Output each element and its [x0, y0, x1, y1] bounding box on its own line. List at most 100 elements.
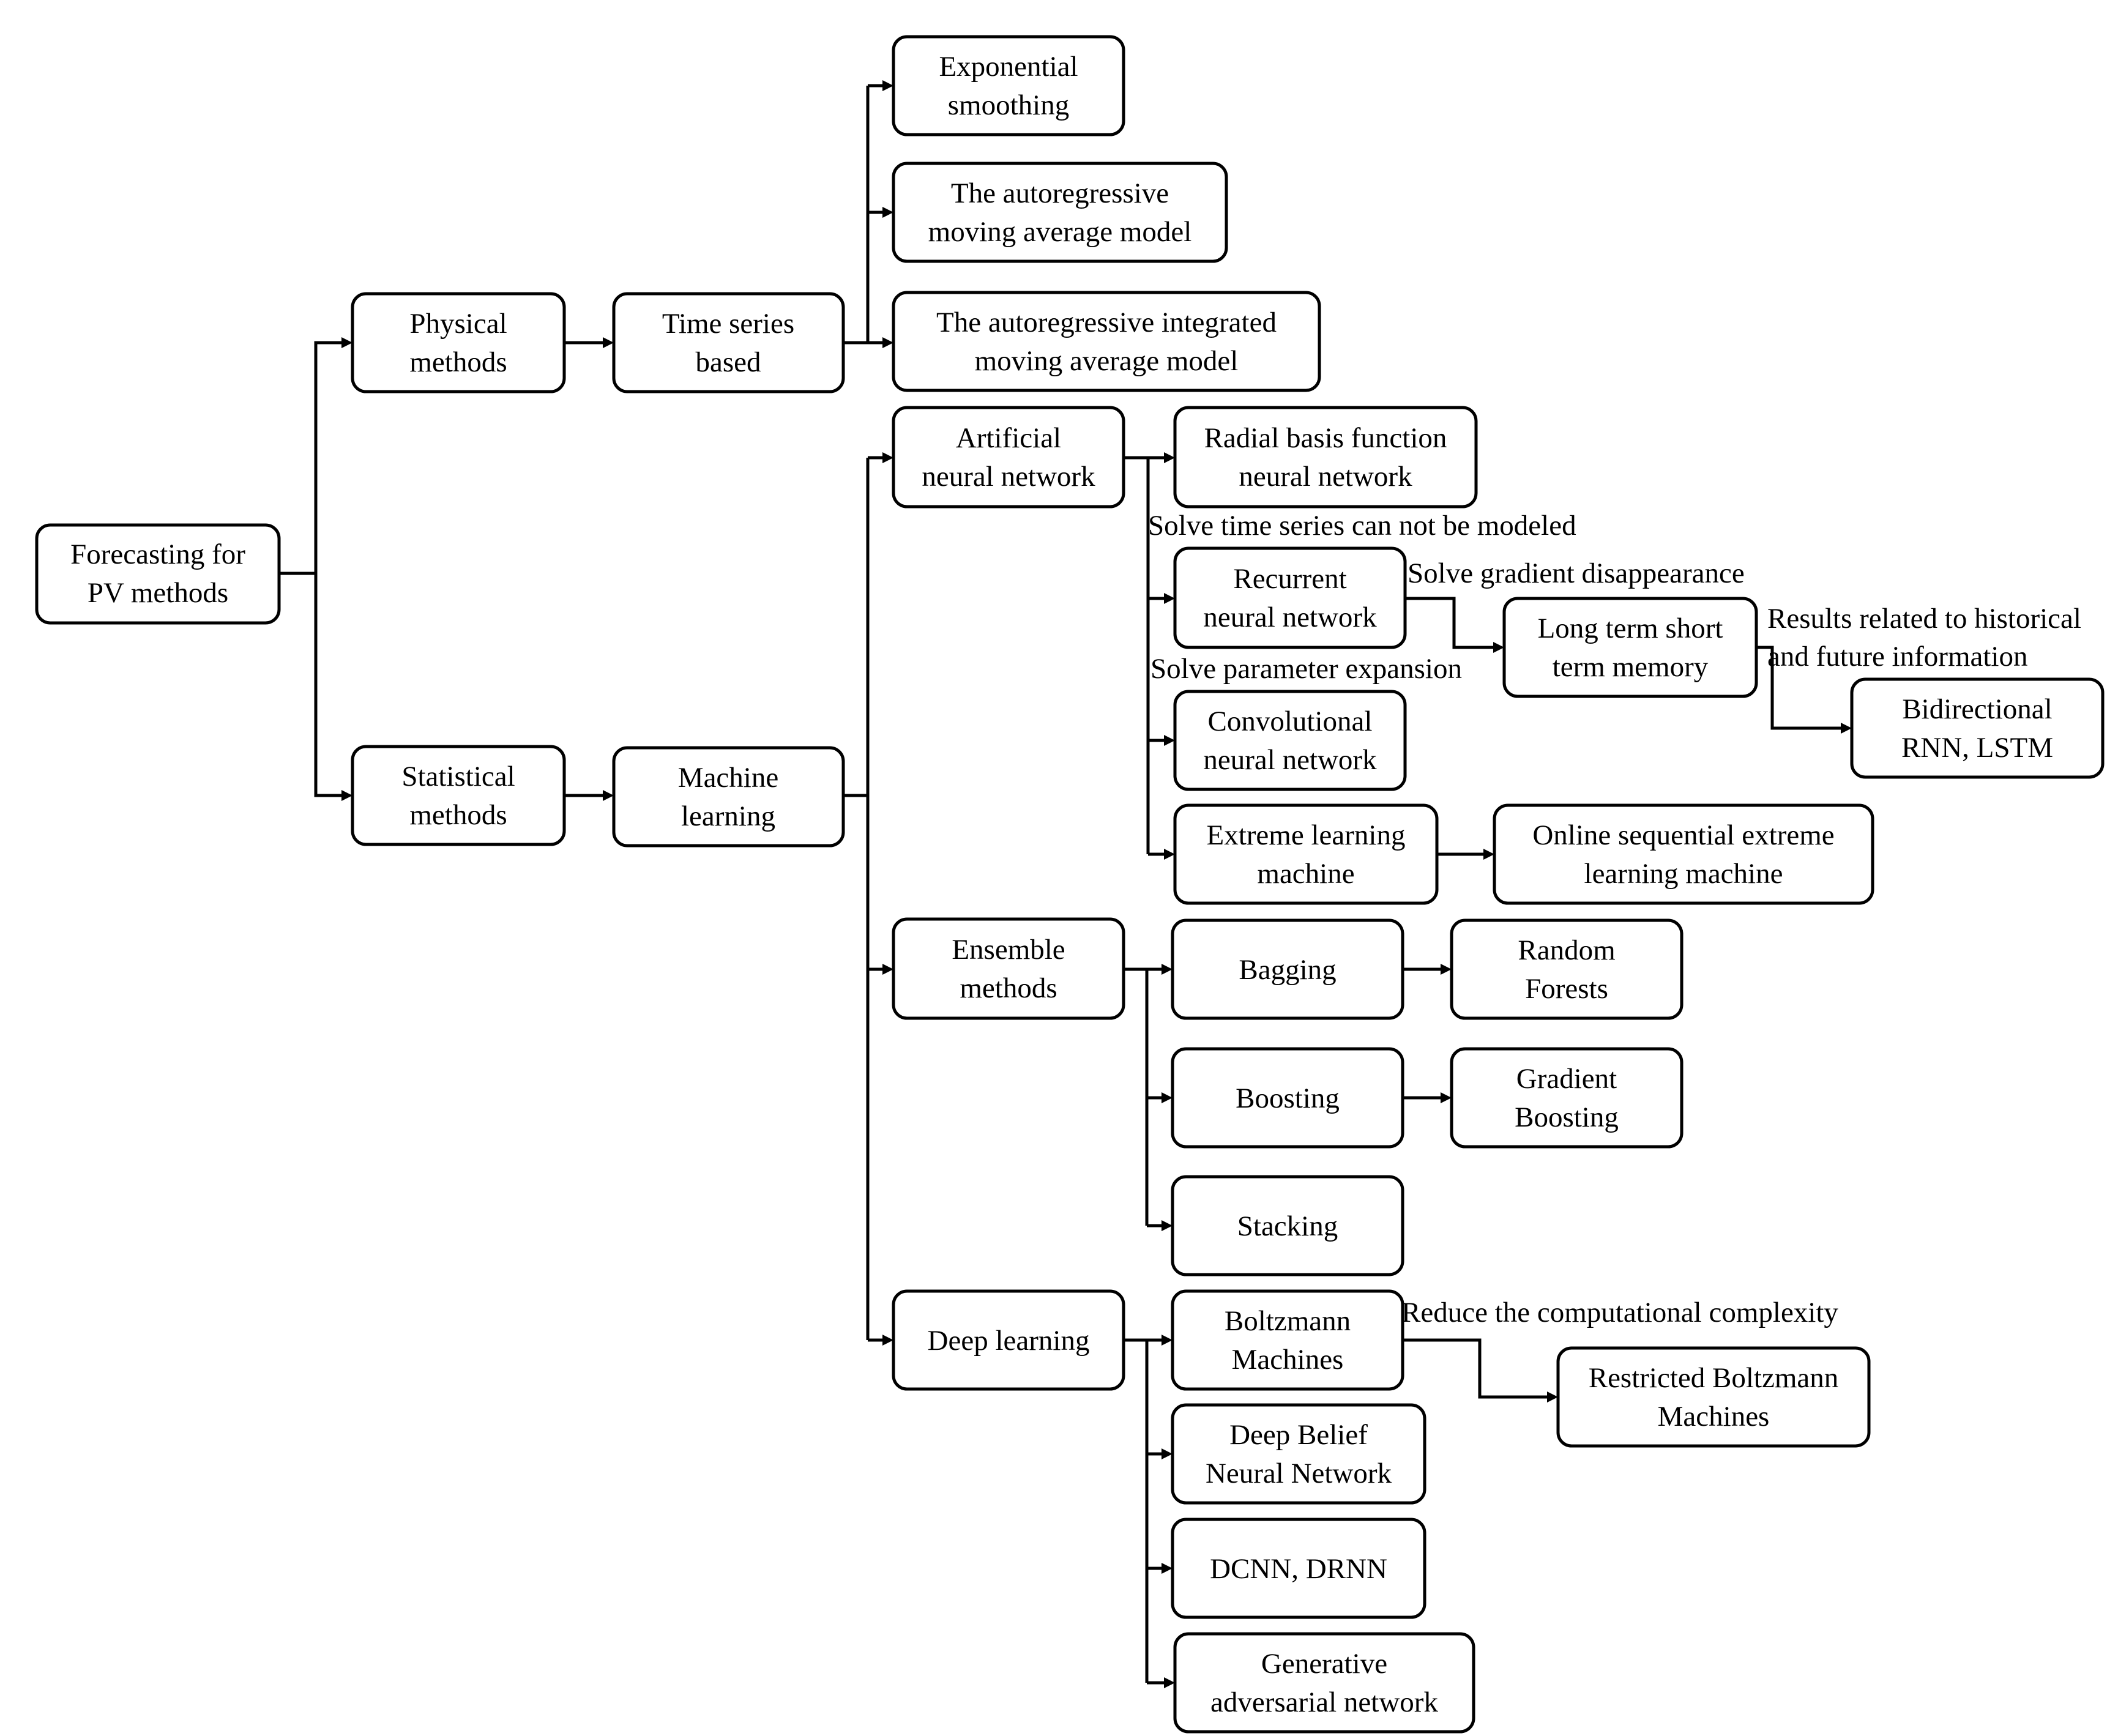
node-time-series: Time series based — [612, 292, 845, 393]
node-label: Online sequential extreme — [1532, 819, 1834, 851]
node-label: methods — [409, 346, 507, 378]
arrowhead — [1164, 593, 1175, 604]
node-label: moving average model — [928, 216, 1192, 248]
node-label: neural network — [1239, 461, 1412, 493]
arrowhead — [1162, 1563, 1173, 1574]
arrowhead — [1164, 849, 1175, 860]
node-label: Boosting — [1515, 1101, 1619, 1133]
node-label: Convolutional — [1208, 706, 1373, 737]
node-label: Statistical — [401, 761, 515, 792]
node-arima: The autoregressive integrated moving ave… — [892, 291, 1321, 392]
node-label: neural network — [1203, 744, 1377, 776]
node-label: Restricted Boltzmann — [1589, 1362, 1839, 1394]
edge-boltzmann-to-rbm — [1403, 1338, 1548, 1399]
node-label: Boltzmann — [1225, 1305, 1351, 1337]
node-label: Radial basis function — [1204, 422, 1447, 454]
arrowhead — [603, 790, 614, 801]
arrowhead — [1164, 1677, 1175, 1688]
arrowhead — [882, 964, 893, 975]
node-label: Artificial — [956, 422, 1061, 454]
node-boltzmann: Boltzmann Machines — [1171, 1289, 1404, 1391]
node-machine-learning: Machine learning — [612, 746, 845, 848]
method-nodes: Forecasting for PV methods Physical meth… — [35, 35, 2105, 1734]
cnn-motivation-label: Solve parameter expansion — [1150, 653, 1462, 685]
node-arma: The autoregressive moving average model — [892, 162, 1228, 263]
arrowhead — [882, 207, 893, 218]
node-ann: Artificial neural network — [892, 406, 1125, 509]
node-label: RNN, LSTM — [1901, 732, 2053, 764]
node-label: smoothing — [948, 89, 1069, 121]
node-label: Boosting — [1236, 1082, 1340, 1114]
node-label: Bidirectional — [1902, 693, 2052, 725]
node-label: Gradient — [1516, 1063, 1617, 1095]
node-cnn: Convolutional neural network — [1173, 690, 1407, 791]
node-dcnn-drnn: DCNN, DRNN — [1171, 1518, 1426, 1619]
arrowhead — [882, 337, 893, 348]
node-label: Forests — [1525, 973, 1608, 1005]
rnn-motivation-label: Solve time series can not be modeled — [1148, 510, 1576, 542]
node-label: Stacking — [1237, 1210, 1338, 1242]
node-rbf: Radial basis function neural network — [1173, 406, 1478, 509]
arrowhead — [1547, 1391, 1558, 1403]
edge-annotations: Solve time series can not be modeled Sol… — [1148, 510, 2081, 1328]
node-label: moving average model — [975, 345, 1239, 377]
node-label: methods — [409, 799, 507, 831]
node-label: based — [695, 346, 761, 378]
node-forecasting: Forecasting for PV methods — [35, 523, 281, 625]
edge-forecasting-to-physical — [279, 341, 343, 575]
arrowhead — [882, 1335, 893, 1346]
node-label: The autoregressive integrated — [936, 307, 1277, 338]
node-label: Recurrent — [1233, 563, 1346, 595]
node-os-elm: Online sequential extreme learning machi… — [1493, 803, 1874, 905]
node-label: DCNN, DRNN — [1210, 1553, 1387, 1585]
node-label: Machine — [678, 762, 778, 794]
node-label: Generative — [1261, 1648, 1387, 1680]
node-label: Deep learning — [928, 1325, 1090, 1357]
node-random-forests: Random Forests — [1450, 918, 1684, 1020]
node-label: Machines — [1232, 1344, 1344, 1376]
arrowhead — [341, 790, 352, 801]
node-label: neural network — [1203, 602, 1377, 633]
node-label: methods — [960, 972, 1057, 1004]
edge-rnn-to-lstm — [1405, 597, 1494, 649]
arrowhead — [882, 80, 893, 91]
node-elm: Extreme learning machine — [1173, 803, 1439, 905]
node-label: The autoregressive — [951, 177, 1169, 209]
arrowhead — [1162, 1220, 1173, 1231]
node-ensemble: Ensemble methods — [892, 917, 1125, 1020]
node-label: Exponential — [939, 51, 1078, 83]
node-bidirectional: Bidirectional RNN, LSTM — [1850, 677, 2105, 779]
arrowhead — [1164, 735, 1175, 746]
node-label: learning machine — [1584, 858, 1783, 890]
arrowhead — [1164, 452, 1175, 463]
node-gradient-boosting: Gradient Boosting — [1450, 1047, 1684, 1149]
node-stacking: Stacking — [1171, 1175, 1404, 1276]
node-label: Long term short — [1538, 613, 1723, 644]
arrowhead — [603, 337, 614, 348]
node-label: adversarial network — [1210, 1686, 1438, 1718]
node-label: Ensemble — [952, 934, 1065, 966]
node-label: learning — [681, 800, 775, 832]
node-label: Time series — [662, 308, 794, 340]
node-rnn: Recurrent neural network — [1173, 546, 1407, 649]
node-label: machine — [1257, 858, 1354, 890]
arrowhead — [1441, 1092, 1452, 1103]
node-label: Random — [1518, 934, 1615, 966]
bidirectional-motivation-label: and future information — [1767, 641, 2027, 672]
node-label: PV methods — [88, 577, 228, 609]
edge-forecasting-to-statistical — [314, 573, 343, 797]
node-rbm: Restricted Boltzmann Machines — [1556, 1346, 1871, 1448]
node-boosting: Boosting — [1171, 1047, 1404, 1149]
arrowhead — [1162, 1335, 1173, 1346]
node-bagging: Bagging — [1171, 918, 1404, 1020]
node-label: neural network — [922, 461, 1095, 493]
node-label: Forecasting for — [70, 538, 245, 570]
edge-lstm-to-bidirectional — [1756, 646, 1842, 730]
node-label: Physical — [409, 308, 507, 340]
rbm-motivation-label: Reduce the computational complexity — [1401, 1297, 1838, 1328]
node-label: Neural Network — [1206, 1458, 1392, 1489]
node-deep-learning: Deep learning — [892, 1289, 1125, 1391]
node-lstm: Long term short term memory — [1502, 597, 1758, 698]
node-physical: Physical methods — [351, 292, 566, 393]
